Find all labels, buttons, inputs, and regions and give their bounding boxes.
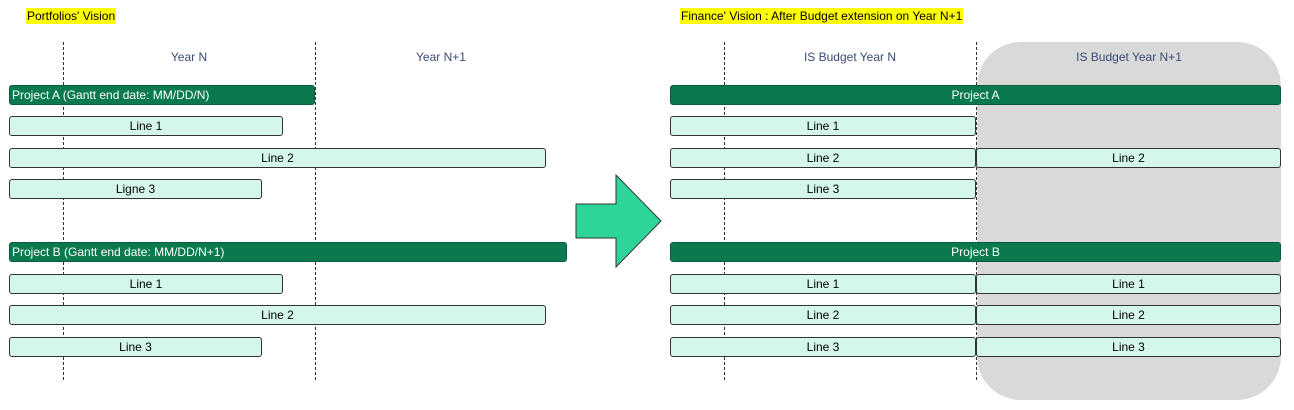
left-project-a-line-2[interactable]: Line 2 (9, 148, 546, 168)
right-project-a-line-2-year-n1[interactable]: Line 2 (976, 148, 1281, 168)
finance-vision-title: Finance' Vision : After Budget extension… (680, 8, 964, 24)
left-project-a-line-3[interactable]: Ligne 3 (9, 179, 262, 199)
left-project-a-line-1[interactable]: Line 1 (9, 116, 283, 136)
left-project-b-bar[interactable]: Project B (Gantt end date: MM/DD/N+1) (9, 242, 567, 262)
right-project-b-bar[interactable]: Project B (670, 242, 1281, 262)
right-project-a-line-3-year-n[interactable]: Line 3 (670, 179, 976, 199)
right-project-b-line-2-year-n1[interactable]: Line 2 (976, 305, 1281, 325)
left-header-year-n1: Year N+1 (416, 50, 466, 64)
right-project-b-line-3-year-n[interactable]: Line 3 (670, 337, 976, 357)
left-project-b-line-1[interactable]: Line 1 (9, 274, 283, 294)
right-header-budget-year-n: IS Budget Year N (803, 50, 897, 64)
right-project-b-line-1-year-n1[interactable]: Line 1 (976, 274, 1281, 294)
left-project-b-line-3[interactable]: Line 3 (9, 337, 262, 357)
left-header-year-n: Year N (170, 50, 208, 64)
left-divider-start (63, 42, 64, 380)
right-project-b-line-1-year-n[interactable]: Line 1 (670, 274, 976, 294)
right-divider-year-boundary (976, 42, 977, 380)
right-project-a-line-2-year-n[interactable]: Line 2 (670, 148, 976, 168)
left-project-a-bar[interactable]: Project A (Gantt end date: MM/DD/N) (9, 85, 315, 105)
portfolios-vision-title: Portfolios' Vision (26, 8, 117, 24)
right-project-a-line-1-year-n[interactable]: Line 1 (670, 116, 976, 136)
left-divider-year-boundary (315, 42, 316, 380)
right-header-budget-year-n1: IS Budget Year N+1 (1076, 50, 1182, 64)
right-arrow-icon (575, 174, 662, 268)
right-project-b-line-3-year-n1[interactable]: Line 3 (976, 337, 1281, 357)
right-divider-start (724, 42, 725, 380)
right-project-a-bar[interactable]: Project A (670, 85, 1281, 105)
left-project-b-line-2[interactable]: Line 2 (9, 305, 546, 325)
right-project-b-line-2-year-n[interactable]: Line 2 (670, 305, 976, 325)
